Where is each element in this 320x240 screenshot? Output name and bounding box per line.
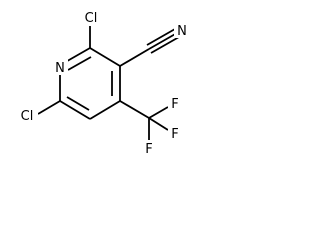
substituent-bonds bbox=[37, 24, 180, 140]
bond-c5-c6-inner bbox=[66, 96, 90, 111]
atom-f1-label: F bbox=[171, 97, 178, 112]
bond-cf3-f-right bbox=[148, 117, 169, 131]
bond-c6-cl bbox=[37, 100, 61, 115]
bond-c4-cf3 bbox=[119, 100, 150, 119]
atom-labels: N Cl Cl N F F F bbox=[16, 10, 190, 157]
atom-f2-label: F bbox=[171, 127, 178, 142]
bond-c4-c5 bbox=[89, 100, 121, 120]
bond-nitrile-1 bbox=[148, 32, 178, 50]
bond-c2-c3 bbox=[89, 47, 121, 67]
bond-nitrile-3 bbox=[150, 36, 180, 54]
ring-bonds bbox=[59, 47, 121, 120]
bond-c3-cnitrile bbox=[119, 48, 150, 67]
atom-cl6-label: Cl bbox=[21, 109, 34, 124]
bond-nitrile-2 bbox=[146, 28, 176, 46]
atom-nitrile-n-label: N bbox=[177, 24, 187, 39]
bond-c5-c6 bbox=[59, 100, 91, 120]
bond-n1-c2-inner bbox=[67, 56, 92, 71]
bond-cf3-f-top bbox=[148, 106, 169, 119]
atom-cl2-label: Cl bbox=[85, 11, 98, 26]
structure-diagram: N Cl Cl N F F F bbox=[16, 10, 190, 157]
atom-n1-label: N bbox=[55, 61, 65, 76]
atom-f3-label: F bbox=[145, 142, 152, 157]
